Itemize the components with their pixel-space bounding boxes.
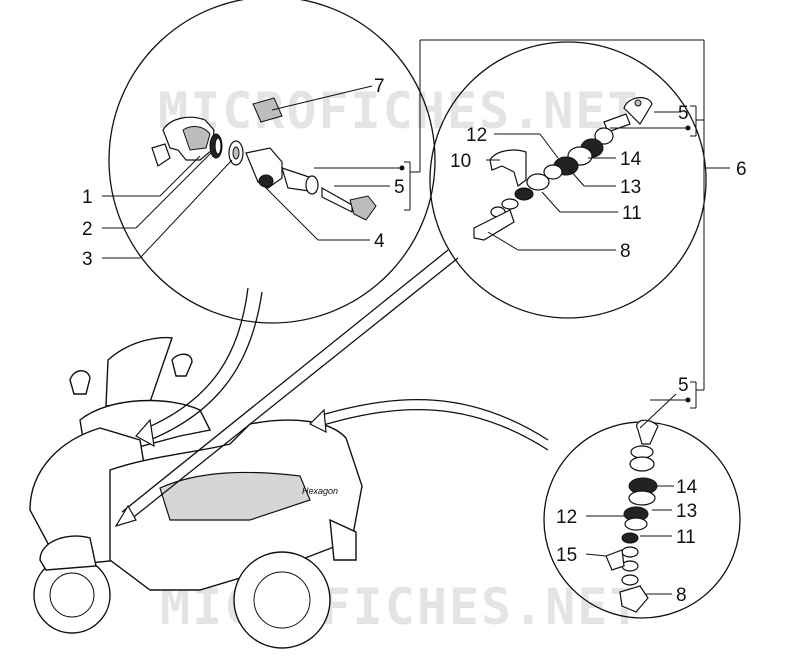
label-5-circle2: 5: [678, 103, 689, 124]
label-15: 15: [556, 545, 577, 566]
latch-part-8-lower: [619, 585, 649, 613]
lock-body-part-1: [151, 116, 215, 167]
lock-cylinder-upper: [490, 127, 614, 218]
label-5-circle1: 5: [394, 177, 405, 198]
label-1: 1: [82, 187, 93, 208]
lock-cylinder-lower: [621, 445, 658, 586]
latch-part-8: [473, 209, 515, 241]
label-5-circle3: 5: [678, 375, 689, 396]
detail-circle-lock-lower: [543, 419, 741, 619]
vehicle-badge: Hexagon: [302, 486, 338, 496]
label-13-lower: 13: [676, 501, 697, 522]
spacer-part-3: [228, 140, 244, 166]
part-labels: 1 2 3 4 5 7 6 5 12 10 14 13 11 8 5 14 13…: [82, 76, 747, 606]
label-10: 10: [450, 151, 471, 172]
label-11-lower: 11: [676, 527, 696, 548]
ring-part-2: [209, 133, 223, 159]
pin-part-15: [605, 549, 625, 571]
label-8-upper: 8: [620, 241, 631, 262]
label-7: 7: [374, 76, 385, 97]
scooter-illustration: Hexagon: [29, 336, 363, 649]
watermark-top: MICROFICHES.NET: [158, 82, 640, 140]
label-4: 4: [374, 231, 385, 252]
label-14-lower: 14: [676, 477, 698, 498]
detail-circle-ignition: [108, 0, 436, 324]
label-6: 6: [736, 159, 747, 180]
label-12-lower: 12: [556, 507, 577, 528]
label-14-upper: 14: [620, 149, 642, 170]
label-3: 3: [82, 249, 93, 270]
label-11-upper: 11: [622, 203, 642, 224]
label-12-upper: 12: [466, 125, 487, 146]
key-part-5: [321, 186, 377, 221]
label-13-upper: 13: [620, 177, 641, 198]
detail-circle-lock-upper: [429, 41, 707, 319]
key-code-card: [252, 97, 283, 123]
label-2: 2: [82, 219, 93, 240]
bracket-part-10: [489, 149, 527, 188]
cylinder-part-4: [245, 147, 319, 195]
label-8-lower: 8: [676, 585, 687, 606]
leader-lines: [102, 39, 730, 595]
key-head-lower: [636, 419, 659, 445]
watermark-bottom: MICROFICHES.NET: [160, 578, 642, 636]
